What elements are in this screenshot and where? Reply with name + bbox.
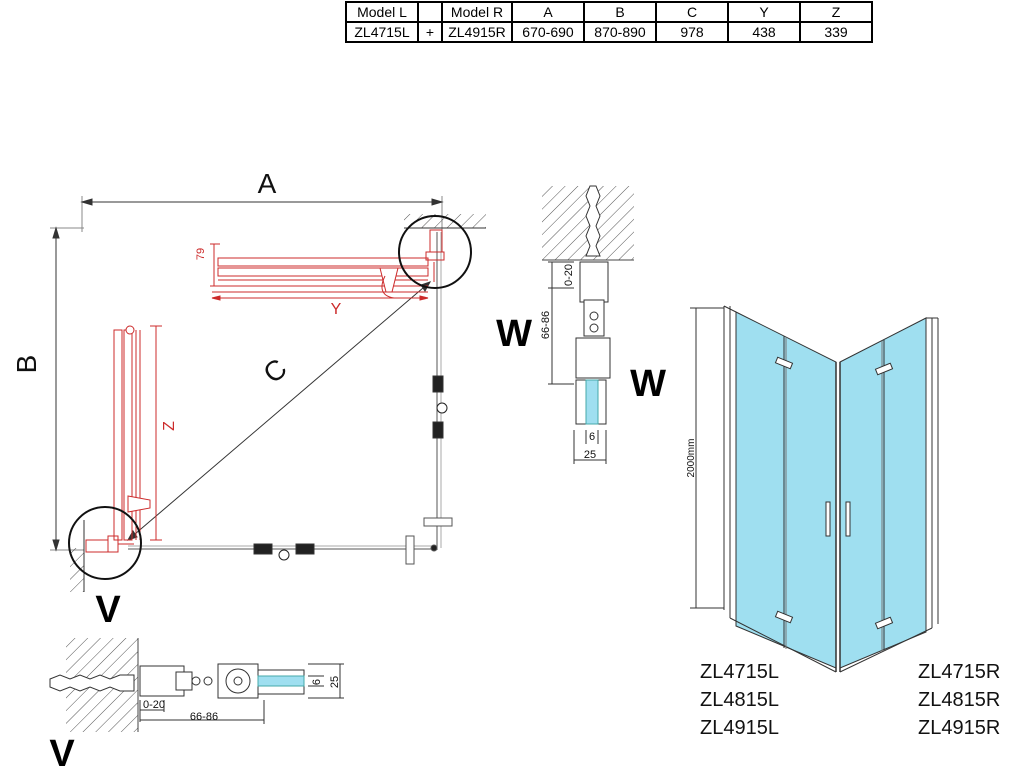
label-w-25: 25 [584,449,596,461]
spec-table-data-row: ZL4715L + ZL4915R 670-690 870-890 978 43… [345,21,873,43]
diagonal-c [127,281,431,541]
detail-circle-v [68,506,142,580]
elevation-handle-right [845,501,851,537]
dimension-b [50,226,84,552]
spec-table: Model L Model R A B C Y Z ZL4715L + ZL49… [345,1,873,43]
detail-w [542,185,634,464]
label-w-6: 6 [589,431,595,443]
cell-a: 670-690 [511,21,585,43]
header-y: Y [727,1,801,23]
handle-right [423,517,453,527]
elevation-hinges [774,356,894,630]
label-w-66-86: 66-86 [540,311,552,339]
cell-z: 339 [799,21,873,43]
label-z: Z [161,421,178,431]
label-w-0-20: 0-20 [563,264,575,286]
model-list-right: ZL4715R ZL4815R ZL4915R [918,658,1000,742]
label-v-25: 25 [329,676,341,688]
red-door-top [210,243,429,301]
cell-plus: + [417,21,443,43]
anchor-screw-v [49,674,135,692]
label-b: B [11,355,42,374]
profile-body-w [575,261,611,425]
title-w-right: W [630,363,666,405]
cell-model-r: ZL4915R [441,21,513,43]
title-w-left: W [496,313,532,355]
hinge-right-upper [432,375,448,439]
title-v-top: V [95,589,121,631]
cell-c: 978 [655,21,729,43]
label-a: A [258,168,277,199]
model-left-1: ZL4715L [700,661,779,683]
label-v-66-86: 66-86 [190,711,218,723]
cell-b: 870-890 [583,21,657,43]
model-left-3: ZL4915L [700,717,779,739]
label-y: Y [331,301,342,318]
cell-y: 438 [727,21,801,43]
elevation-view [690,305,939,673]
header-model-r: Model R [441,1,513,23]
title-v-bottom: V [49,733,75,768]
label-v-0-20: 0-20 [143,699,165,711]
spec-table-header-row: Model L Model R A B C Y Z [345,1,873,23]
cell-model-l: ZL4715L [345,21,419,43]
glass-w [585,379,599,425]
handle-bottom [405,535,438,565]
anchor-screw-w [585,185,601,257]
label-79: 79 [195,248,207,260]
elevation-handle-left [825,501,831,537]
red-door-left [113,325,162,541]
label-2000mm: 2000mm [686,439,697,478]
header-b: B [583,1,657,23]
corner-profile-v [85,535,134,553]
detail-v [49,638,344,732]
model-list-left: ZL4715L ZL4815L ZL4915L [700,658,779,742]
model-left-2: ZL4815L [700,689,779,711]
plan-view: A B C [11,168,486,592]
dimension-a [80,196,444,232]
profile-body-v [139,663,305,699]
model-right-1: ZL4715R [918,661,1001,683]
corner-profile-w [425,229,445,282]
detail-circle-w [398,215,472,289]
label-c: C [257,352,292,389]
model-right-2: ZL4815R [918,689,1001,711]
hinge-bottom [253,543,315,561]
glass-v [257,675,305,687]
header-a: A [511,1,585,23]
header-model-l: Model L [345,1,419,23]
header-z: Z [799,1,873,23]
header-plus [417,1,443,23]
label-v-6: 6 [311,679,323,685]
header-c: C [655,1,729,23]
model-right-3: ZL4915R [918,717,1001,739]
